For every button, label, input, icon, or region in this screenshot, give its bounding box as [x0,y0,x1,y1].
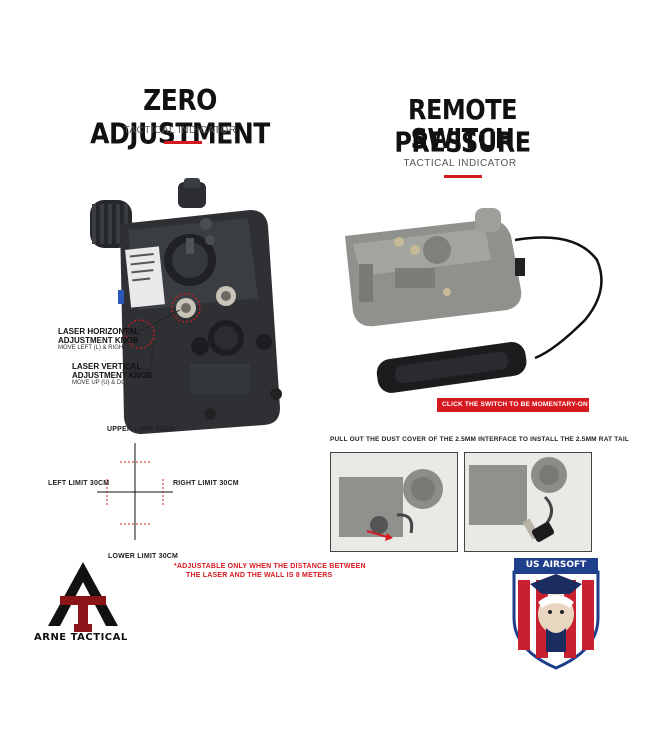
left-subtitle: TACTICAL INDICATOR [123,125,237,136]
limit-crosshair-diagram [97,443,173,540]
horizontal-knob-note: MOVE LEFT (L) & RIGHT (R) [58,345,137,351]
horizontal-knob-title-1: LASER HORIZONTAL [58,327,140,336]
vertical-knob-callout: LASER VERTICAL ADJUSTMENT KNOB MOVE UP (… [72,362,162,386]
knob-callout-lines [122,309,181,371]
vertical-knob-note: MOVE UP (U) & DOWN (D) [72,380,146,386]
left-limit-label: LEFT LIMIT 30CM [48,480,110,487]
dark-laser-device-image [90,178,282,434]
switch-title: SWITCH [410,122,515,156]
right-red-underline [444,175,482,178]
footnote-line-1: *ADJUSTABLE ONLY WHEN THE DISTANCE BETWE… [174,563,366,570]
lower-limit-label: LOWER LIMIT 30CM [108,553,179,560]
vertical-knob-title-1: LASER VERTICAL [72,362,142,371]
dust-cover-note: PULL OUT THE DUST COVER OF THE 2.5MM INT… [330,436,630,443]
arne-tactical-text: ARNE TACTICAL [34,632,128,643]
remote-pressure-title: REMOTE PRESSURE [394,93,531,159]
grey-laser-device-image [345,208,603,412]
dust-cover-photo-2 [464,452,592,552]
dust-cover-photo-1 [330,452,458,552]
left-red-underline [164,141,202,144]
right-limit-label: RIGHT LIMIT 30CM [173,480,239,487]
upper-limit-label: UPPER LIMIT 30CM [107,426,176,433]
arne-tactical-logo [48,562,118,632]
us-airsoft-shield-logo [512,558,600,670]
zero-adjustment-title: ZERO ADJUSTMENT [90,83,270,151]
right-subtitle: TACTICAL INDICATOR [403,158,517,169]
switch-caption: CLICK THE SWITCH TO BE MOMENTARY-ON [442,401,588,408]
footnote-line-2: THE LASER AND THE WALL IS 8 METERS [186,572,333,579]
us-airsoft-text: US AIRSOFT [525,560,587,570]
horizontal-knob-callout: LASER HORIZONTAL ADJUSTMENT KNOB MOVE LE… [58,327,148,351]
horizontal-knob-title-2: ADJUSTMENT KNOB [58,336,139,345]
vertical-knob-title-2: ADJUSTMENT KNOB [72,371,153,380]
